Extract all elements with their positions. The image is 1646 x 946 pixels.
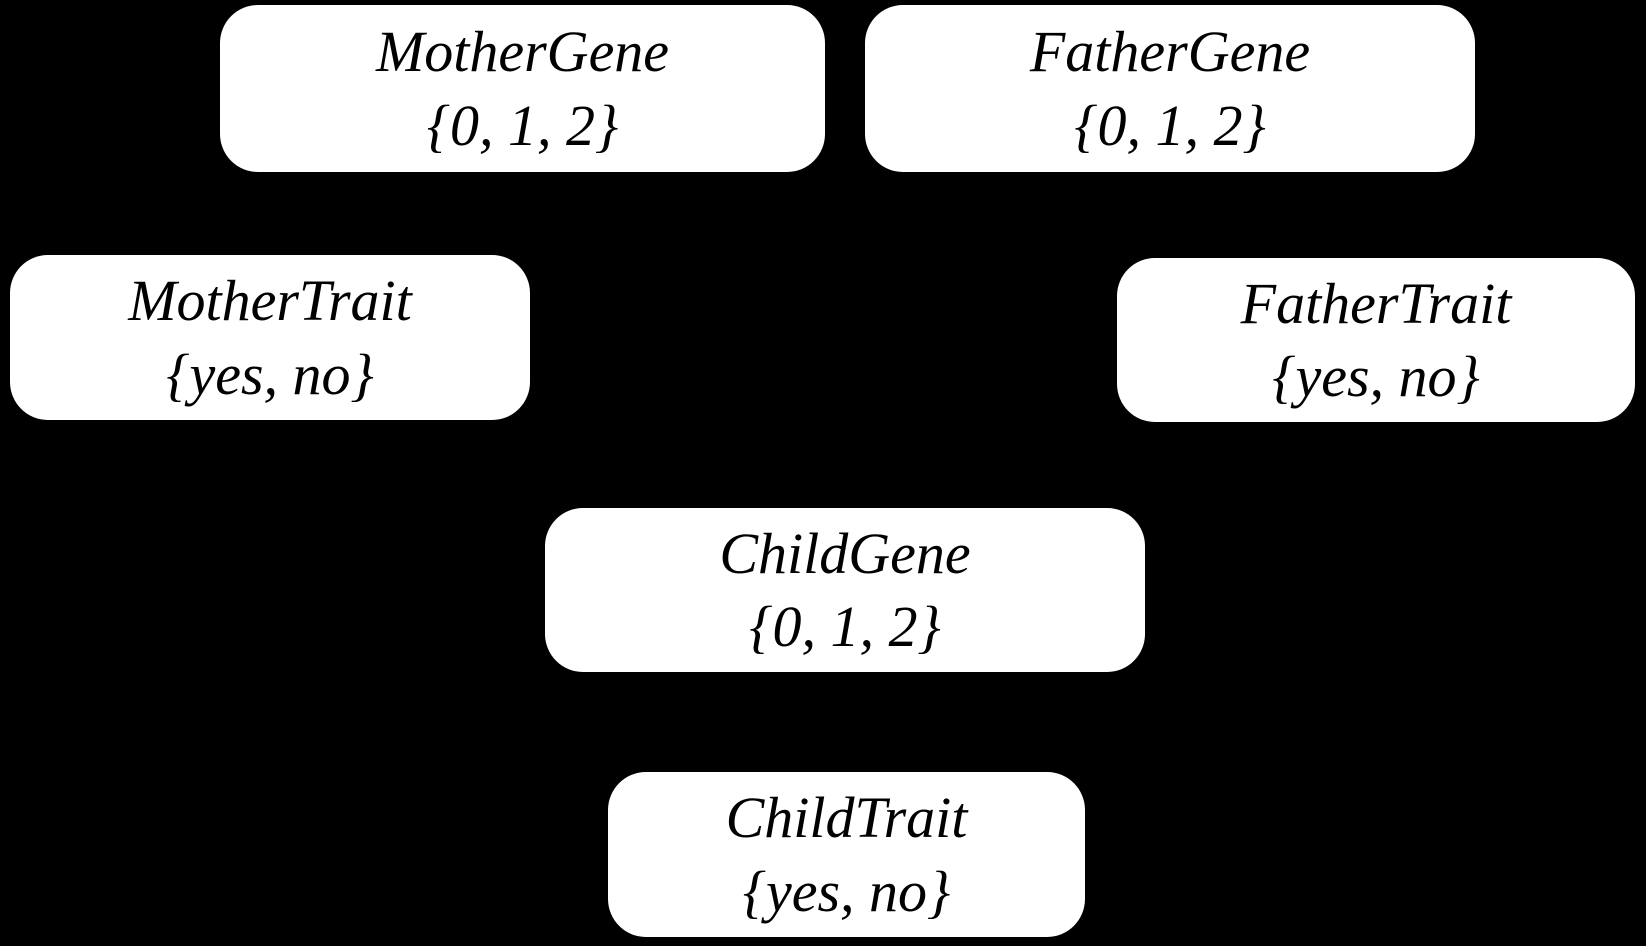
node-mother-gene-title: MotherGene — [375, 19, 670, 85]
node-child-gene-title: ChildGene — [719, 520, 971, 586]
node-mother-trait: MotherTrait {yes, no} — [10, 255, 530, 420]
node-father-trait: FatherTrait {yes, no} — [1117, 258, 1635, 422]
node-mother-gene: MotherGene {0, 1, 2} — [220, 5, 825, 172]
node-father-gene-values: {0, 1, 2} — [1074, 92, 1266, 158]
node-child-trait-values: {yes, no} — [742, 858, 951, 924]
node-father-gene-title: FatherGene — [1029, 19, 1311, 85]
node-father-gene: FatherGene {0, 1, 2} — [865, 5, 1475, 172]
node-father-trait-title: FatherTrait — [1240, 270, 1512, 336]
node-child-trait: ChildTrait {yes, no} — [608, 772, 1085, 937]
node-child-trait-title: ChildTrait — [725, 785, 968, 851]
node-child-gene: ChildGene {0, 1, 2} — [545, 508, 1145, 672]
node-mother-trait-values: {yes, no} — [166, 341, 374, 407]
node-child-gene-values: {0, 1, 2} — [749, 594, 941, 659]
node-mother-trait-title: MotherTrait — [128, 268, 412, 334]
node-mother-gene-values: {0, 1, 2} — [426, 92, 619, 158]
node-father-trait-values: {yes, no} — [1272, 344, 1480, 409]
